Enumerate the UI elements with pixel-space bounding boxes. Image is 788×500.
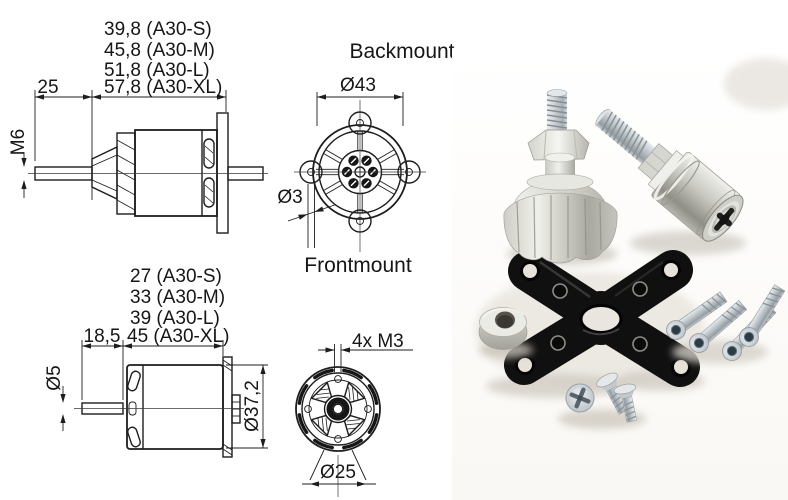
socket-cap-screws — [666, 284, 786, 364]
mount-hole — [334, 435, 342, 443]
arm-hole — [515, 355, 535, 375]
dim-case-diameter: Ø37,2 — [242, 380, 263, 432]
front-housing-fins — [116, 139, 136, 211]
dim-flange-diameter: Ø43 — [340, 75, 376, 96]
bearing-ring — [326, 397, 350, 421]
countersunk-screws — [558, 372, 646, 429]
shaft-boss — [323, 394, 353, 424]
frontmount-title: Frontmount — [304, 254, 412, 277]
threaded-shaft — [595, 109, 656, 164]
vent-slot — [203, 177, 215, 208]
case-outline — [295, 366, 381, 452]
case-inner — [301, 372, 375, 446]
mount-hole — [334, 375, 342, 383]
prop-adapter-upright — [503, 89, 618, 264]
dim-screw-spec: 4x M3 — [352, 331, 404, 352]
case-slots — [297, 368, 379, 450]
dim-length-option: 45 (A30-XL) — [127, 326, 229, 347]
dim-shaft-length: 18,5 — [84, 326, 121, 347]
x-mount-plate — [504, 250, 700, 387]
shaft-hole — [332, 403, 344, 415]
dim-length-option: 45,8 (A30-M) — [104, 40, 215, 61]
flange-hatch — [222, 359, 233, 456]
dim-ear-hole-diameter: Ø3 — [277, 187, 302, 208]
dim-length-option: 39,8 (A30-S) — [104, 19, 212, 40]
motor-bell — [126, 364, 224, 450]
arm-hole — [661, 260, 681, 280]
dim-shaft-length: 25 — [37, 77, 58, 98]
dim-length-option: 51,8 (A30-L) — [104, 60, 210, 81]
dim-length-option: 33 (A30-M) — [130, 287, 225, 308]
motor-side-view-frontmount: 18,5 27 (A30-S) 33 (A30-M) 39 (A30-L) 45… — [44, 266, 268, 458]
mount-flange — [216, 112, 229, 234]
mount-hole — [304, 405, 312, 413]
hex-nut — [527, 129, 590, 161]
counterbored-holes — [550, 281, 648, 352]
dim-length-option: 57,8 (A30-XL) — [104, 77, 222, 98]
backmount-title: Backmount — [349, 40, 454, 63]
spinner-nut — [503, 192, 618, 264]
collet-bore — [718, 213, 730, 226]
motor-side-view-backmount: 25 39,8 (A30-S) 45,8 (A30-M) 51,8 (A30-L… — [8, 19, 268, 234]
dim-shaft-diameter: Ø5 — [44, 365, 65, 390]
stator-teeth — [310, 381, 366, 437]
arm-hole — [671, 357, 691, 377]
background-shade — [724, 58, 788, 110]
hardware-photo — [452, 50, 788, 500]
hub-spokes — [316, 131, 404, 213]
backmount-face-view: Backmount — [277, 40, 455, 252]
countersunk-screw-face — [565, 383, 595, 413]
center-hole — [579, 304, 623, 334]
countersunk-screw — [613, 383, 638, 423]
arm-hole — [520, 261, 540, 281]
mount-flange — [222, 356, 233, 458]
vent-slot — [127, 426, 141, 448]
countersunk-screw — [596, 372, 630, 415]
vent-slot — [127, 370, 141, 392]
stator-circle — [308, 379, 368, 439]
collet-cone — [91, 145, 118, 201]
aluminum-spacer-ring — [478, 307, 533, 358]
technical-drawing: 25 39,8 (A30-S) 45,8 (A30-M) 51,8 (A30-L… — [8, 19, 455, 497]
mount-hole — [364, 405, 372, 413]
dim-shaft-thread: M6 — [8, 129, 29, 155]
dim-length-option: 39 (A30-L) — [130, 308, 220, 329]
dim-length-option: 27 (A30-S) — [130, 266, 222, 287]
prop-adapter-lying — [595, 109, 744, 242]
frontmount-face-view: Frontmount — [295, 254, 413, 497]
vent-slot — [203, 138, 215, 169]
